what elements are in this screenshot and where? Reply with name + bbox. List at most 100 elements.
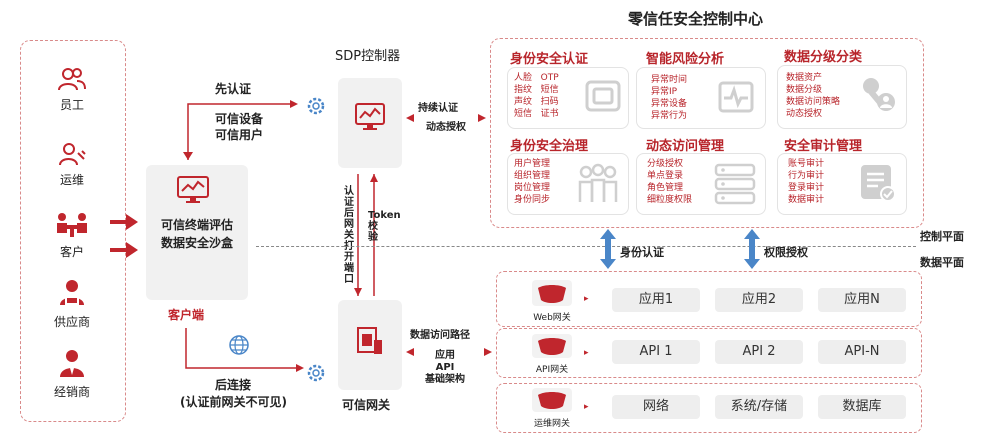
user-label: 员工 [59,98,84,112]
server-doc-icon [356,326,384,358]
gear-icon [305,362,327,384]
user-label: 经销商 [53,385,90,399]
capability-items: 人脸 OTP 指纹 短信 声纹 扫码 短信 证书 [514,72,574,120]
item: 人脸 [514,73,533,83]
user-customer: 客户 [27,211,117,260]
capability-title: 动态访问管理 [646,139,725,154]
user-employee: 员工 [27,66,117,113]
capability-identity-auth: 身份安全认证 [510,48,588,67]
capability-title: 安全审计管理 [784,139,863,154]
app-infra-line3: 基础架构 [425,374,465,385]
users-to-client-arrows [110,214,138,258]
sdp-controller-box [338,78,402,168]
resource-pill: 系统/存储 [715,395,803,419]
resource-pill: API 2 [715,340,803,364]
capability-card: 人脸 OTP 指纹 短信 声纹 扫码 短信 证书 [507,67,629,129]
permission-auth-label: 权限授权 [764,246,808,259]
client-label: 客户端 [168,308,205,322]
user-label: 运维 [59,173,84,187]
trusted-gateway-box [338,300,402,390]
capability-card: 数据资产 数据分级 数据访问策略 动态授权 [777,65,907,129]
capability-identity-governance: 身份安全治理 [510,135,588,154]
globe-icon [228,334,250,356]
capability-items: 数据资产 数据分级 数据访问策略 动态授权 [786,72,840,120]
item: 声纹 [514,97,533,107]
capability-title: 身份安全认证 [510,52,589,67]
item: 细粒度权限 [647,195,693,205]
continuous-auth-line1: 持续认证 [418,103,458,114]
resource-pill: API-N [818,340,906,364]
supplier-laptop-icon [27,279,117,309]
continuous-auth-line2: 动态授权 [426,122,466,133]
users-panel: 员工 运维 客户 [20,40,126,422]
item: OTP [540,73,559,83]
server-rack-icon [713,162,757,206]
item: 数据资产 [786,73,823,83]
capability-security-audit: 安全审计管理 [784,135,862,154]
user-label: 客户 [59,245,84,259]
mask-gateway-icon [530,386,574,414]
connect-later-line2: (认证前网关不可见) [180,395,287,409]
monitor-chart-icon [354,102,386,132]
client-line2: 数据安全沙盒 [160,236,233,250]
client-box: 可信终端评估 数据安全沙盒 [146,165,248,300]
arrow-right-icon: ▸ [584,348,589,358]
item: 指纹 [514,85,533,95]
control-center-title: 零信任安全控制中心 [628,10,764,28]
item: 单点登录 [647,171,684,181]
resource-pill: 应用1 [612,288,700,312]
item: 动态授权 [786,109,823,119]
auth-first-title: 先认证 [215,82,252,96]
capability-title: 智能风险分析 [646,52,725,67]
arrow-right-icon: ▸ [584,402,589,412]
continuous-auth-arrows [406,114,486,122]
item: 证书 [540,109,559,119]
vertical-text-right: Token校验 [368,210,401,243]
gateway-label: Web网关 [533,313,571,323]
item: 数据分级 [786,85,823,95]
auth-first-line2: 可信用户 [215,128,264,142]
item: 异常时间 [651,75,688,85]
app-infra-line2: API [435,362,455,373]
capability-items: 异常时间 异常IP 异常设备 异常行为 [651,74,687,122]
resource-pill: 数据库 [818,395,906,419]
identity-auth-arrow [600,229,616,269]
dealer-person-icon [27,349,117,379]
item: 短信 [540,85,559,95]
item: 异常行为 [651,111,688,121]
team-people-icon [574,162,622,206]
id-card-icon [584,78,622,114]
item: 分级授权 [647,159,684,169]
data-access-path-label: 数据访问路径 [410,330,470,341]
control-center-panel [490,38,924,228]
item: 组织管理 [514,171,551,181]
gateway-label: API网关 [535,365,569,375]
capability-title: 身份安全治理 [510,139,589,154]
connect-later-line1: 后连接 [215,378,252,392]
capability-title: 数据分级分类 [784,50,863,65]
app-infra-line1: 应用 [435,350,455,361]
gear-icon [305,95,327,117]
resource-pill: 应用N [818,288,906,312]
vertical-text-left: 认证后网关打开端口 [344,186,354,285]
capability-dynamic-access: 动态访问管理 [646,135,724,154]
audit-check-icon [858,162,898,204]
pulse-chart-icon [717,80,755,114]
capability-card: 用户管理 组织管理 岗位管理 身份同步 [507,153,629,215]
item: 短信 [514,109,533,119]
auth-first-line1: 可信设备 [215,112,264,126]
item: 账号审计 [788,159,825,169]
capability-items: 分级授权 单点登录 角色管理 细粒度权限 [647,158,692,206]
app-infra-label: 应用 API 基础架构 [420,350,470,386]
arrow-right-icon: ▸ [584,294,589,304]
resource-pill: API 1 [612,340,700,364]
capability-items: 账号审计 行为审计 登录审计 数据审计 [788,158,824,206]
item: 异常设备 [651,99,688,109]
sdp-controller-label: SDP控制器 [335,49,401,64]
permission-auth-arrow [744,229,760,269]
key-user-icon [858,74,898,114]
controller-gateway-link [354,174,378,296]
customer-meeting-icon [27,211,117,239]
item: 扫码 [540,97,559,107]
item: 数据审计 [788,195,825,205]
